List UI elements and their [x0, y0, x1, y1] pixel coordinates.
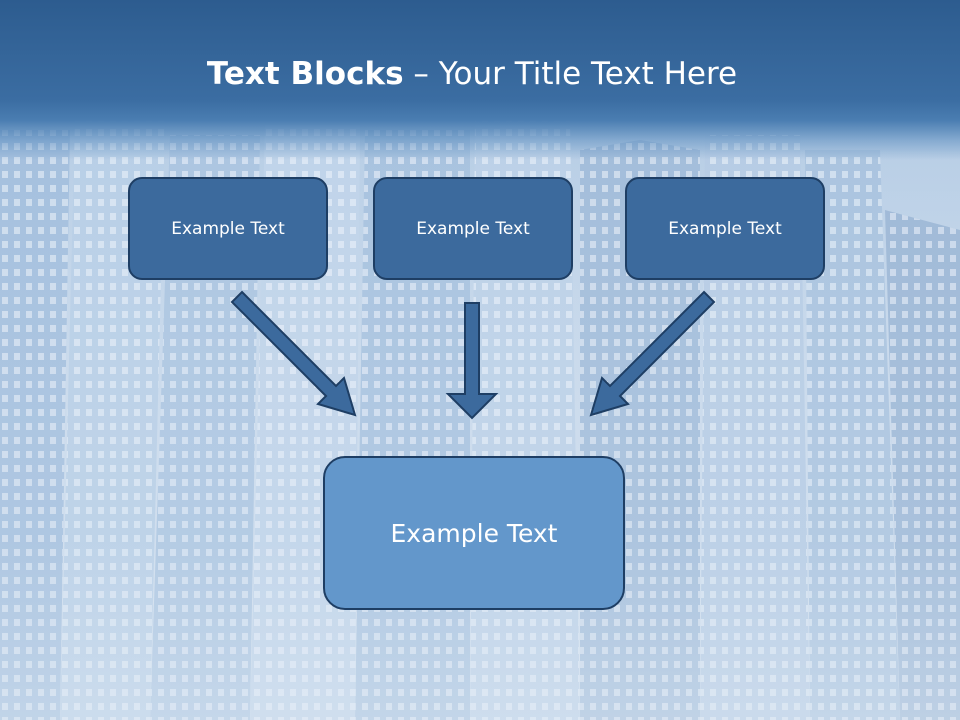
text-block-3[interactable]: Example Text [625, 177, 825, 280]
slide-title: Text Blocks – Your Title Text Here [0, 52, 944, 96]
arrow-down-right-icon [230, 290, 357, 417]
text-block-1-label: Example Text [171, 218, 285, 239]
text-block-2[interactable]: Example Text [373, 177, 573, 280]
arrow-down-icon [445, 302, 499, 420]
arrow-down-left-icon [589, 290, 716, 417]
slide-title-rest: – Your Title Text Here [403, 56, 738, 92]
text-block-1[interactable]: Example Text [128, 177, 328, 280]
target-text-block-label: Example Text [390, 518, 558, 548]
slide-title-bold: Text Blocks [206, 56, 404, 92]
text-block-3-label: Example Text [668, 218, 782, 239]
text-block-2-label: Example Text [416, 218, 530, 239]
title-band [0, 0, 960, 160]
target-text-block[interactable]: Example Text [323, 456, 625, 610]
